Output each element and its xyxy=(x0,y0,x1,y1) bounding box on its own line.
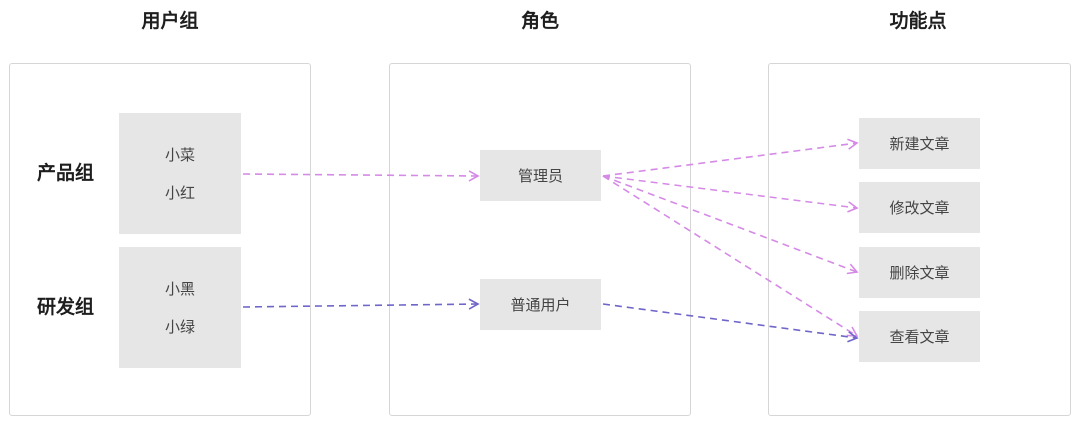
function-box-edit-article: 修改文章 xyxy=(859,182,980,233)
user-groups-title: 用户组 xyxy=(141,10,199,32)
product-group-members-box: 小菜 小红 xyxy=(119,113,241,234)
member-name: 小黑 xyxy=(164,279,195,298)
rd-group-members-box: 小黑 小绿 xyxy=(119,247,241,368)
member-name: 小绿 xyxy=(164,317,195,336)
roles-panel xyxy=(389,63,691,416)
group-label-product: 产品组 xyxy=(37,162,95,184)
function-box-create-article: 新建文章 xyxy=(859,118,980,169)
member-name: 小红 xyxy=(164,183,195,202)
function-box-delete-article: 删除文章 xyxy=(859,247,980,298)
group-label-rd: 研发组 xyxy=(37,296,95,318)
functions-title: 功能点 xyxy=(889,10,947,32)
role-box-regular-user: 普通用户 xyxy=(480,279,601,330)
roles-title: 角色 xyxy=(520,10,559,32)
role-box-admin: 管理员 xyxy=(480,150,601,201)
member-name: 小菜 xyxy=(164,145,195,164)
function-box-view-article: 查看文章 xyxy=(859,311,980,362)
functions-panel xyxy=(768,63,1071,416)
